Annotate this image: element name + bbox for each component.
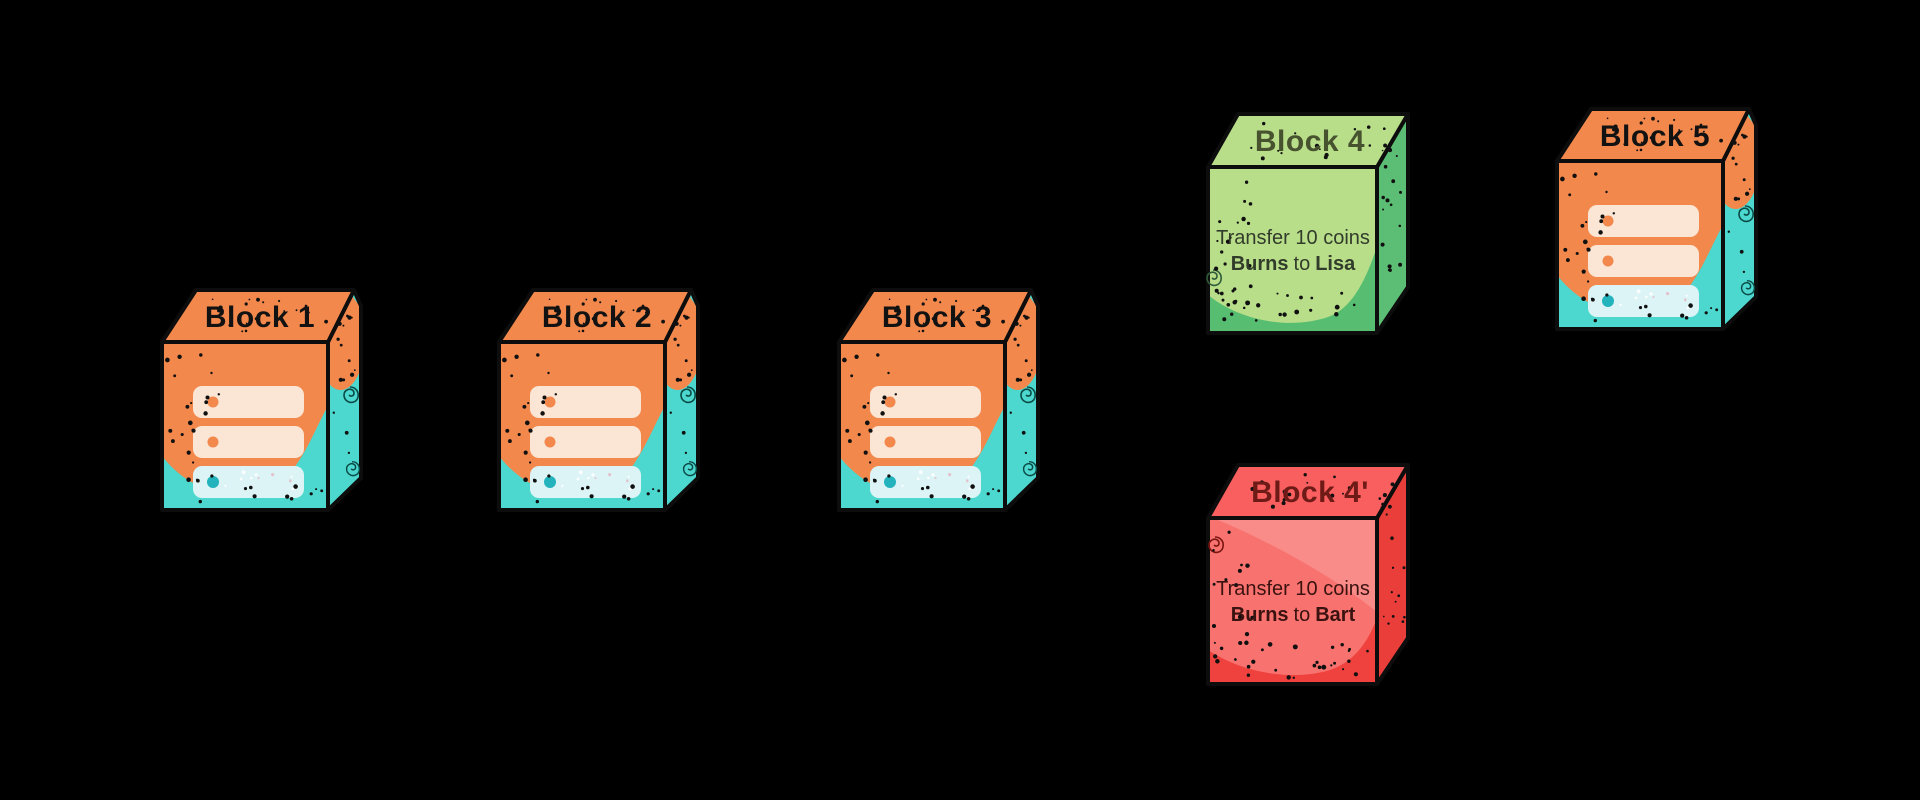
block-5-label: Block 5: [1600, 120, 1710, 153]
block-3-label: Block 3: [882, 301, 992, 334]
block-2: Block 2: [499, 290, 698, 510]
block-4-label: Block 4: [1255, 125, 1365, 158]
block-4-transaction-line1: Transfer 10 coins: [1216, 227, 1370, 249]
block-3: Block 3: [839, 290, 1038, 510]
block-5: Block 5: [1557, 109, 1756, 329]
block-4-prime-label: Block 4': [1251, 476, 1369, 509]
block-2-label: Block 2: [542, 301, 652, 334]
block-1: Block 1: [162, 290, 361, 510]
block-4-prime-transaction-line1: Transfer 10 coins: [1216, 578, 1370, 600]
block-1-label: Block 1: [205, 301, 315, 334]
